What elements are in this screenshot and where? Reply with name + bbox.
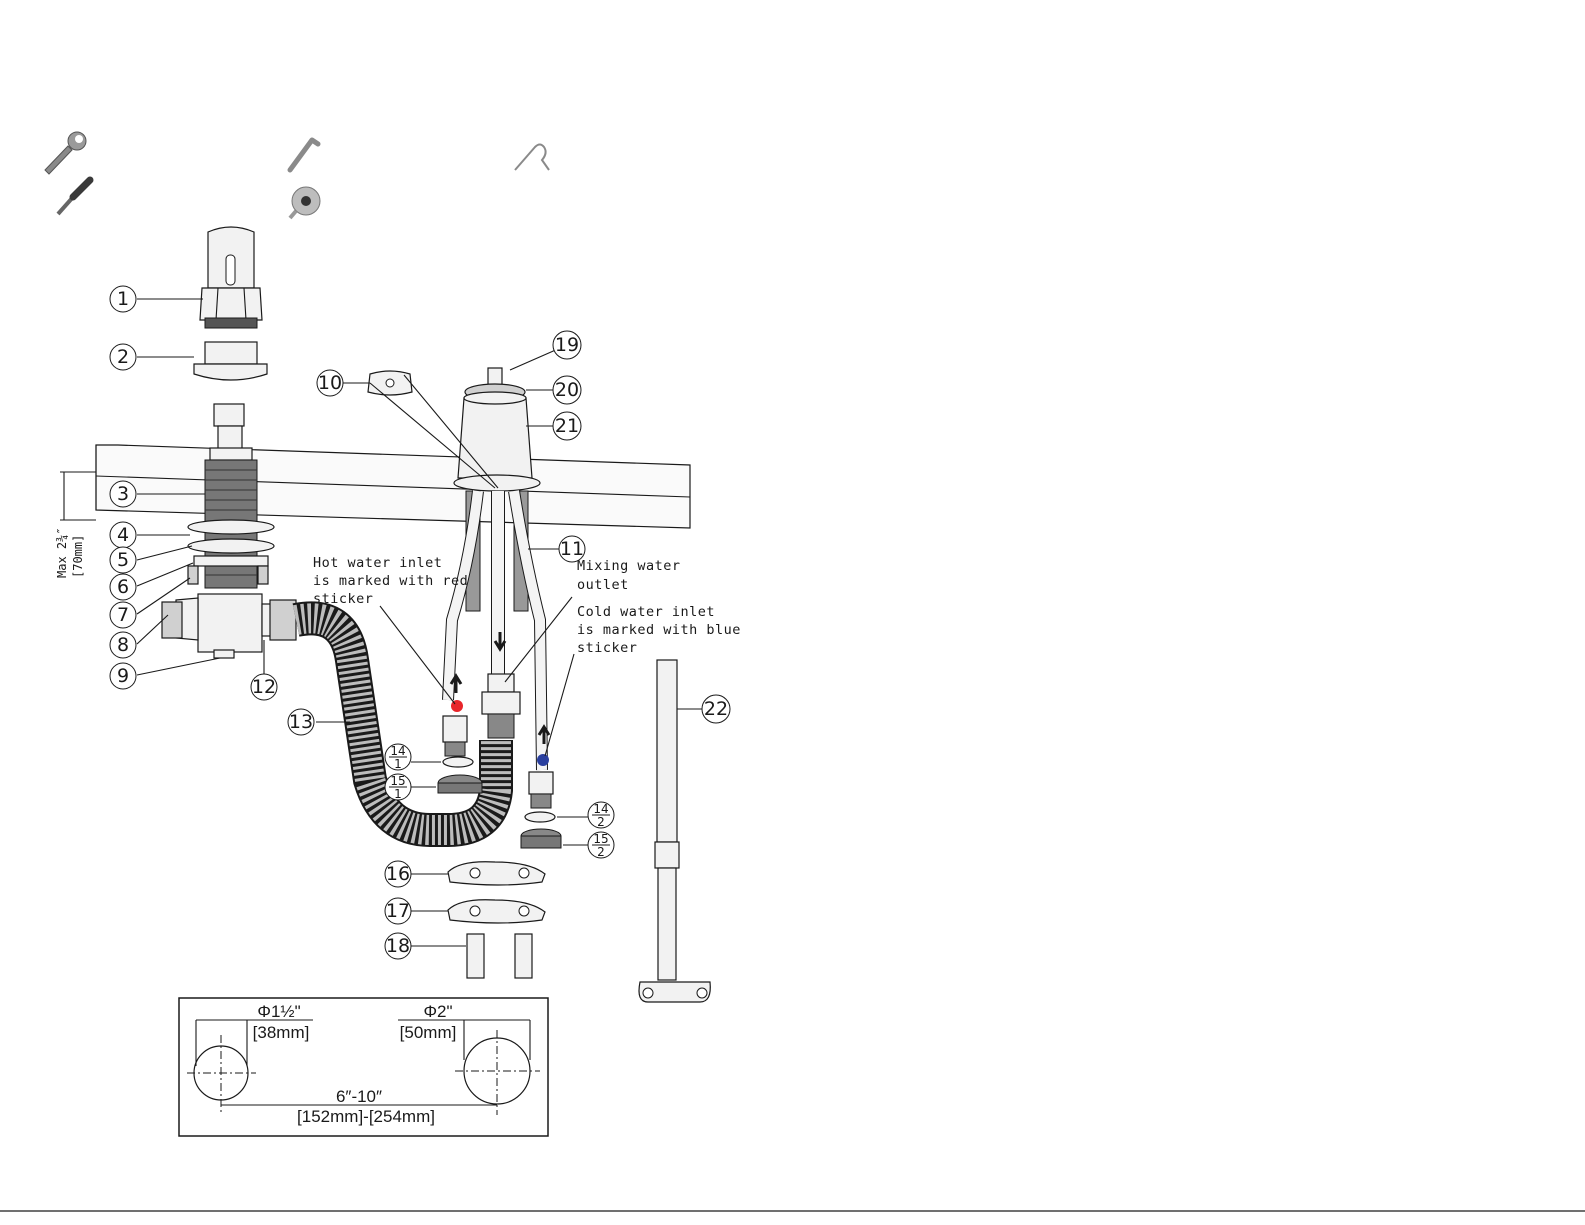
hole-dimension-diagram: Φ1½" [38mm] Φ2" [50mm] 6″-10″ [152mm]-[2…: [179, 998, 548, 1136]
svg-text:is marked with red: is marked with red: [313, 573, 468, 589]
spacing-metric: [152mm]-[254mm]: [297, 1107, 435, 1126]
callout-16: 16: [385, 861, 411, 887]
deck-thickness-dimension: Max 2¾″ [70mm]: [55, 472, 96, 578]
svg-text:Cold water inlet: Cold water inlet: [577, 604, 715, 620]
hot-inlet-fitting: [443, 716, 467, 756]
callout-7: 7: [110, 602, 136, 628]
plumbers-tape-icon: [290, 187, 320, 218]
hex-key-icon: [290, 140, 318, 170]
callout-6: 6: [110, 574, 136, 600]
svg-text:10: 10: [318, 372, 342, 394]
part-17-plate: [448, 900, 545, 923]
cold-water-note: Cold water inlet is marked with blue sti…: [577, 604, 741, 656]
svg-text:20: 20: [555, 379, 579, 401]
part-2-nut: [194, 342, 267, 380]
svg-text:1: 1: [117, 288, 129, 310]
svg-text:14: 14: [390, 744, 405, 758]
adjustable-wrench-icon: [45, 132, 86, 174]
svg-text:is marked with blue: is marked with blue: [577, 622, 741, 638]
hole2-imperial: Φ2": [423, 1002, 452, 1021]
countertop-deck: [96, 445, 690, 528]
svg-text:5: 5: [117, 549, 129, 571]
mixing-outlet-fitting: [482, 674, 520, 738]
svg-text:2: 2: [597, 815, 605, 829]
deck-max-metric: [70mm]: [71, 535, 85, 578]
svg-text:14: 14: [593, 802, 608, 816]
callout-9: 9: [110, 663, 136, 689]
svg-text:6: 6: [117, 576, 129, 598]
svg-text:2: 2: [597, 845, 605, 859]
part-10-detail: [368, 371, 412, 395]
svg-text:11: 11: [560, 538, 584, 560]
mixing-water-note: Mixing water outlet: [577, 558, 681, 593]
svg-text:sticker: sticker: [577, 640, 637, 656]
svg-text:18: 18: [386, 935, 410, 957]
callout-8: 8: [110, 632, 136, 658]
callout-10: 10: [317, 370, 343, 396]
svg-text:16: 16: [386, 863, 410, 885]
svg-text:15: 15: [593, 832, 608, 846]
part-6-bracket: [194, 556, 268, 566]
callout-21: 21: [553, 412, 581, 440]
part-14-1-washer: [443, 757, 473, 767]
part-21-faucet-body: [454, 392, 540, 491]
part-5-washer: [188, 539, 274, 553]
part-4-washer: [188, 520, 274, 534]
part-14-2-washer: [525, 812, 555, 822]
utility-knife-icon: [515, 145, 549, 171]
callout-17: 17: [385, 898, 411, 924]
svg-text:13: 13: [289, 711, 313, 733]
svg-text:22: 22: [704, 698, 728, 720]
hole2-metric: [50mm]: [400, 1023, 457, 1042]
callout-15-1: 15 1: [385, 774, 411, 801]
spacing-imperial: 6″-10″: [336, 1087, 382, 1106]
svg-text:Hot water inlet: Hot water inlet: [313, 555, 442, 571]
part-15-2-nut: [521, 829, 561, 848]
valve-block: [162, 594, 296, 658]
hole1-imperial: Φ1½": [257, 1002, 300, 1021]
callout-12: 12: [251, 674, 277, 700]
screwdriver-icon: [58, 180, 90, 214]
part-22-installation-tool: [639, 660, 710, 1002]
callout-3: 3: [110, 481, 136, 507]
hot-water-note: Hot water inlet is marked with red stick…: [313, 555, 468, 607]
svg-text:1: 1: [394, 757, 402, 771]
callout-14-2: 14 2: [588, 802, 614, 829]
callout-15-2: 15 2: [588, 832, 614, 859]
cold-inlet-fitting: [529, 772, 553, 808]
svg-text:3: 3: [117, 483, 129, 505]
hole1-metric: [38mm]: [253, 1023, 310, 1042]
callout-13: 13: [288, 709, 314, 735]
svg-text:1: 1: [394, 787, 402, 801]
callout-19: 19: [553, 331, 581, 359]
part-16-plate: [448, 862, 545, 885]
svg-text:19: 19: [555, 334, 579, 356]
cold-sticker: [537, 754, 549, 766]
svg-text:outlet: outlet: [577, 577, 629, 593]
callout-20: 20: [553, 376, 581, 404]
part-1-handle-adapter: [200, 227, 262, 328]
callout-5: 5: [110, 547, 136, 573]
deck-max-imperial: Max 2¾″: [55, 527, 69, 578]
svg-text:9: 9: [117, 665, 129, 687]
svg-text:15: 15: [390, 774, 405, 788]
svg-text:8: 8: [117, 634, 129, 656]
svg-text:12: 12: [252, 676, 276, 698]
svg-text:21: 21: [555, 415, 579, 437]
callout-18: 18: [385, 933, 411, 959]
svg-text:sticker: sticker: [313, 591, 373, 607]
svg-text:4: 4: [117, 524, 129, 546]
svg-text:2: 2: [117, 346, 129, 368]
svg-text:17: 17: [386, 900, 410, 922]
callout-2: 2: [110, 344, 136, 370]
svg-text:Mixing water: Mixing water: [577, 558, 681, 574]
callout-4: 4: [110, 522, 136, 548]
part-15-1-nut: [438, 775, 482, 793]
part-18-coupling-nuts: [467, 934, 532, 978]
callout-1: 1: [110, 286, 136, 312]
callout-14-1: 14 1: [385, 744, 411, 771]
callout-22: 22: [702, 695, 730, 723]
svg-text:7: 7: [117, 604, 129, 626]
